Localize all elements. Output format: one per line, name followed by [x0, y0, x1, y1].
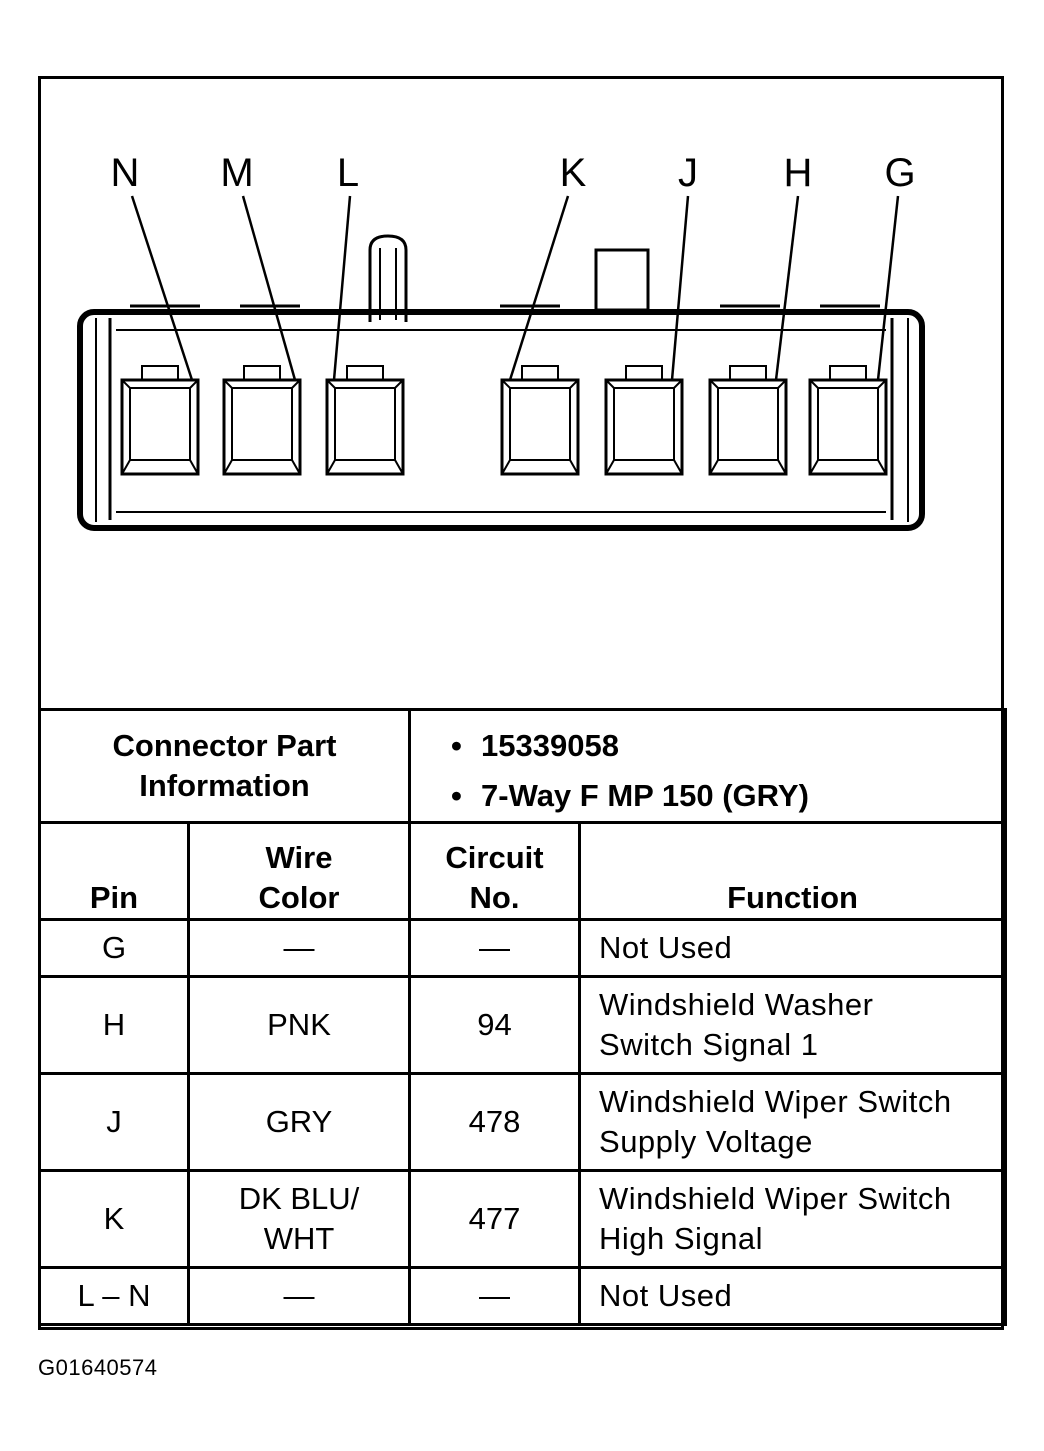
connector-key-tab	[368, 234, 408, 322]
cell-wire-color: PNK	[186, 975, 412, 1075]
cavity-k	[500, 365, 580, 476]
wire-line: DK BLU/	[238, 1181, 360, 1216]
part-info-label-line1: Connector Part	[112, 728, 337, 763]
cavity-h	[708, 365, 788, 476]
header-circuit-line2: No.	[469, 880, 520, 915]
part-number: 15339058	[421, 721, 994, 771]
header-wire-color: Wire Color	[186, 821, 412, 921]
cell-circuit: 94	[408, 975, 582, 1075]
function-line: Not Used	[599, 930, 733, 965]
leader-line-l	[332, 195, 352, 381]
wire-line: —	[283, 1278, 315, 1313]
figure-frame	[38, 76, 1004, 1330]
pin-letter-j: J	[678, 151, 698, 195]
cavity-l	[325, 365, 405, 476]
cell-pin: G	[38, 918, 190, 978]
connector-housing	[77, 304, 925, 531]
connector-latch	[594, 248, 650, 312]
cavity-m	[222, 365, 302, 476]
cell-function: Windshield Wiper Switch High Signal	[578, 1169, 1008, 1269]
table-row: G — — Not Used	[38, 918, 1008, 978]
leader-line-j	[670, 195, 690, 381]
connector-description: 7-Way F MP 150 (GRY)	[421, 771, 994, 821]
function-line: Windshield Wiper Switch	[599, 1181, 952, 1216]
cell-circuit: 477	[408, 1169, 582, 1269]
function-line: Windshield Washer	[599, 987, 874, 1022]
cell-wire-color: GRY	[186, 1072, 412, 1172]
table-row: H PNK 94 Windshield Washer Switch Signal…	[38, 975, 1008, 1075]
part-info-row: Connector Part Information 15339058 7-Wa…	[37, 708, 1008, 824]
header-wire-line1: Wire	[265, 840, 333, 875]
cell-wire-color: DK BLU/ WHT	[186, 1169, 412, 1269]
header-function: Function	[578, 821, 1008, 921]
function-line: Not Used	[599, 1278, 733, 1313]
wire-line: PNK	[267, 1007, 331, 1042]
wire-line: —	[283, 930, 315, 965]
leader-line-g	[876, 195, 900, 381]
connector-cavities	[120, 365, 888, 476]
header-wire-line2: Color	[258, 880, 340, 915]
cavity-g	[808, 365, 888, 476]
cell-function: Windshield Washer Switch Signal 1	[578, 975, 1008, 1075]
header-pin: Pin	[38, 821, 190, 921]
cell-pin: H	[38, 975, 190, 1075]
function-line: Switch Signal 1	[599, 1027, 819, 1062]
function-line: Windshield Wiper Switch	[599, 1084, 952, 1119]
table-row: J GRY 478 Windshield Wiper Switch Supply…	[38, 1072, 1008, 1172]
wire-line: GRY	[265, 1104, 333, 1139]
pin-letters: N M L K J H G	[111, 151, 916, 195]
table-header-row: Pin Wire Color Circuit No. Function	[38, 821, 1008, 921]
connector-pin-table: Connector Part Information 15339058 7-Wa…	[37, 708, 1008, 1326]
header-circuit-no: Circuit No.	[408, 821, 582, 921]
header-circuit-line1: Circuit	[445, 840, 544, 875]
part-info-label: Connector Part Information	[37, 708, 412, 824]
pin-letter-k: K	[560, 151, 587, 195]
connector-diagram: N M L K J H G	[77, 151, 925, 531]
function-line: High Signal	[599, 1221, 764, 1256]
cell-circuit: —	[408, 918, 582, 978]
cell-wire-color: —	[186, 1266, 412, 1326]
table-row: L – N — — Not Used	[38, 1266, 1008, 1326]
leader-line-n	[130, 195, 194, 381]
pin-leader-lines	[130, 195, 900, 381]
pin-letter-n: N	[111, 151, 140, 195]
table-row: K DK BLU/ WHT 477 Windshield Wiper Switc…	[38, 1169, 1008, 1269]
leader-line-h	[774, 195, 800, 381]
cell-circuit: 478	[408, 1072, 582, 1172]
wire-line: WHT	[263, 1221, 335, 1256]
part-info-label-line2: Information	[139, 768, 310, 803]
part-info-values: 15339058 7-Way F MP 150 (GRY)	[408, 708, 1008, 824]
cell-function: Not Used	[578, 918, 1008, 978]
cell-function: Not Used	[578, 1266, 1008, 1326]
cavity-n	[120, 365, 200, 476]
cell-circuit: —	[408, 1266, 582, 1326]
pin-letter-g: G	[884, 151, 915, 195]
leader-line-m	[241, 195, 297, 381]
function-line: Supply Voltage	[599, 1124, 813, 1159]
cell-wire-color: —	[186, 918, 412, 978]
cell-function: Windshield Wiper Switch Supply Voltage	[578, 1072, 1008, 1172]
leader-line-k	[508, 195, 570, 381]
cavity-j	[604, 365, 684, 476]
pin-letter-m: M	[220, 151, 253, 195]
pin-letter-l: L	[337, 151, 359, 195]
cell-pin: L – N	[38, 1266, 190, 1326]
pin-letter-h: H	[784, 151, 813, 195]
cell-pin: K	[38, 1169, 190, 1269]
cell-pin: J	[38, 1072, 190, 1172]
figure-id: G01640574	[38, 1355, 158, 1380]
